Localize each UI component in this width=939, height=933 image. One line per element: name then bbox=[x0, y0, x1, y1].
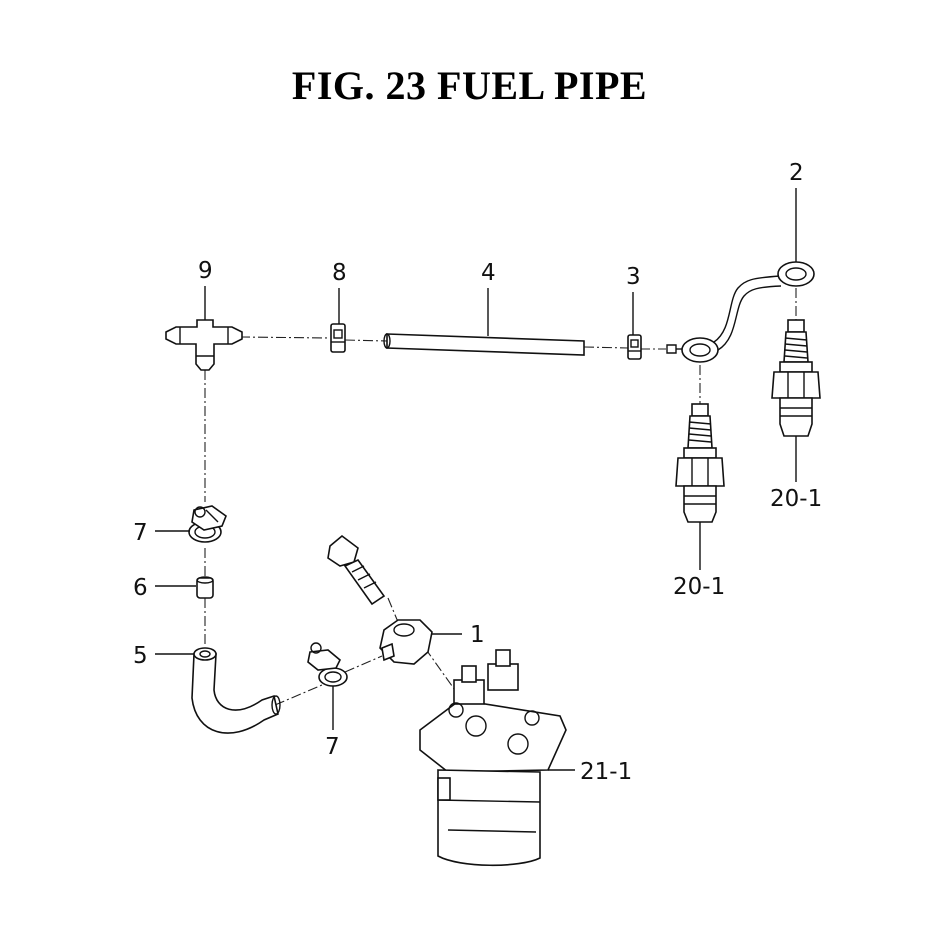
sleeve-part bbox=[196, 576, 214, 599]
hose-clamp-upper-part bbox=[188, 505, 227, 543]
fuel-hose-part bbox=[383, 333, 585, 356]
callout-3: 3 bbox=[626, 264, 641, 290]
injector-right-part bbox=[771, 319, 821, 437]
hose-clamp-lower-part bbox=[307, 642, 348, 687]
tee-connector-part bbox=[165, 319, 243, 371]
callout-5: 5 bbox=[133, 643, 148, 669]
figure-title: FIG. 23 FUEL PIPE bbox=[291, 63, 648, 108]
callout-6: 6 bbox=[133, 575, 148, 601]
callout-1: 1 bbox=[470, 622, 485, 648]
callout-2: 2 bbox=[789, 160, 804, 186]
injection-pipe-part bbox=[666, 261, 815, 363]
callout-20-1-right: 20-1 bbox=[770, 486, 822, 512]
callout-labels: 1 2 3 4 5 6 7 7 8 9 20-1 20-1 21-1 bbox=[133, 160, 822, 785]
clip-part-8 bbox=[330, 323, 346, 353]
elbow-hose-part bbox=[191, 647, 281, 734]
clip-part-3 bbox=[627, 334, 642, 360]
callout-4: 4 bbox=[481, 260, 496, 286]
callout-9: 9 bbox=[198, 258, 213, 284]
leader-lines bbox=[155, 188, 797, 771]
callout-21-1: 21-1 bbox=[580, 759, 632, 785]
callout-20-1-left: 20-1 bbox=[673, 574, 725, 600]
callout-7-upper: 7 bbox=[133, 520, 148, 546]
injection-pump-part bbox=[419, 649, 567, 867]
callout-7-lower: 7 bbox=[325, 734, 340, 760]
banjo-joint-part bbox=[327, 534, 433, 665]
injector-left-part bbox=[675, 403, 725, 523]
callout-8: 8 bbox=[332, 260, 347, 286]
